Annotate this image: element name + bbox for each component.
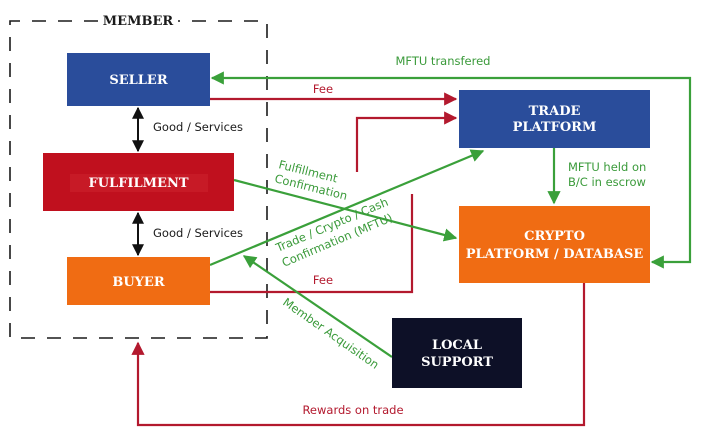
edge-label-fulfilment-buyer: Good / Services	[153, 226, 243, 240]
node-local-support-label-1: LOCAL	[432, 338, 482, 353]
node-seller-label: SELLER	[109, 73, 167, 88]
node-fulfilment-label: FULFILMENT	[88, 176, 188, 191]
edge-label-member-acquisition: Member Acquisition	[280, 295, 381, 372]
edge-label-seller-fee: Fee	[313, 82, 333, 96]
node-local-support-label-2: SUPPORT	[421, 355, 493, 370]
node-crypto-platform[interactable]: CRYPTO PLATFORM / DATABASE	[459, 206, 650, 283]
edge-label-seller-fulfilment: Good / Services	[153, 120, 243, 134]
edge-rewards	[131, 283, 586, 427]
member-group-border	[9, 20, 268, 339]
node-buyer-label: BUYER	[112, 275, 165, 290]
node-seller[interactable]: SELLER	[67, 53, 210, 106]
edge-member-acquisition	[242, 255, 393, 358]
node-fulfilment[interactable]: FULFILMENT	[43, 153, 234, 211]
node-trade-platform-label-2: PLATFORM	[513, 120, 597, 135]
edge-label-mftu-held-1: MFTU held on	[568, 160, 646, 174]
edge-label-mftu-held-2: B/C in escrow	[568, 175, 646, 189]
node-trade-platform-label-1: TRADE	[529, 104, 581, 119]
member-group-title: MEMBER	[103, 14, 174, 29]
edge-label-buyer-fee: Fee	[313, 273, 333, 287]
edge-trade-confirmation	[209, 149, 485, 267]
node-local-support[interactable]: LOCAL SUPPORT	[392, 318, 522, 388]
edge-mftu-transfered	[210, 71, 692, 269]
edge-label-rewards: Rewards on trade	[302, 403, 403, 417]
node-buyer[interactable]: BUYER	[67, 257, 210, 305]
node-crypto-platform-label-2: PLATFORM / DATABASE	[466, 247, 644, 262]
edge-label-mftu-transfered: MFTU transfered	[396, 54, 491, 68]
edge-fulfilment-fee	[355, 111, 458, 172]
node-crypto-platform-label-1: CRYPTO	[524, 229, 585, 244]
node-trade-platform[interactable]: TRADE PLATFORM	[459, 90, 650, 148]
member-group: MEMBER	[9, 14, 268, 339]
